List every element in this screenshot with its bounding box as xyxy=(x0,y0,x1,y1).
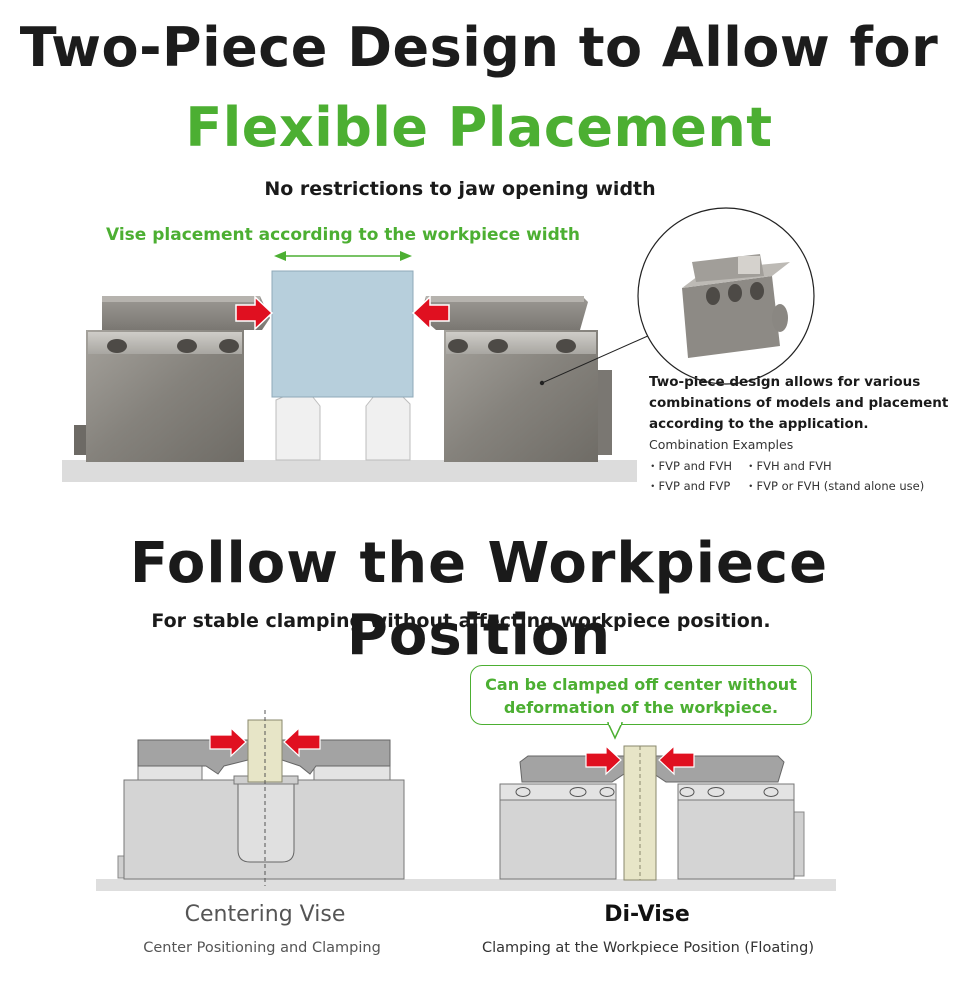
callout-line-3: according to the application. xyxy=(649,416,869,432)
combination-item: ・FVP or FVH (stand alone use) xyxy=(745,479,925,493)
title-line-1: Two-Piece Design to Allow for xyxy=(19,16,939,79)
centering-vise-diagram xyxy=(117,710,405,886)
di-vise-subtitle: Clamping at the Workpiece Position (Floa… xyxy=(482,940,814,956)
workpiece-block xyxy=(271,270,414,398)
vise-closeup-inset xyxy=(637,207,815,385)
section-subtitle-stable: For stable clamping without affecting wo… xyxy=(151,610,771,632)
bubble-line-2: deformation of the workpiece. xyxy=(503,698,779,717)
section-title-follow: Follow the Workpiece Position xyxy=(129,531,829,668)
bubble-line-1: Can be clamped off center without xyxy=(485,675,797,694)
combination-title: Combination Examples xyxy=(649,437,794,452)
right-vise-body xyxy=(420,296,612,462)
placement-label: Vise placement according to the workpiec… xyxy=(105,225,581,245)
combination-item: ・FVP and FVP xyxy=(647,479,731,493)
base-plate xyxy=(62,460,637,482)
centering-vise-title: Centering Vise xyxy=(184,902,346,927)
bubble-tail xyxy=(606,722,624,740)
clamp-arrow-right xyxy=(411,295,450,331)
clamp-arrow-left xyxy=(235,295,274,331)
centering-vise-subtitle: Center Positioning and Clamping xyxy=(143,940,381,956)
two-piece-vise-illustration xyxy=(62,207,815,482)
title-line-2: Flexible Placement xyxy=(185,96,773,159)
combination-item: ・FVH and FVH xyxy=(745,459,832,473)
off-center-callout-bubble: Can be clamped off center without deform… xyxy=(470,665,812,725)
callout-description: Two-piece design allows for various comb… xyxy=(649,372,949,435)
combination-item: ・FVP and FVH xyxy=(647,459,732,473)
comparison-diagrams xyxy=(96,710,836,891)
di-vise-title: Di-Vise xyxy=(604,902,690,927)
callout-line-2: combinations of models and placement xyxy=(649,395,949,411)
di-vise-diagram xyxy=(499,744,805,881)
left-vise-body xyxy=(74,296,270,462)
callout-line-1: Two-piece design allows for various xyxy=(649,374,921,390)
subtitle-jaw-width: No restrictions to jaw opening width xyxy=(264,178,656,200)
width-arrow xyxy=(274,251,412,261)
